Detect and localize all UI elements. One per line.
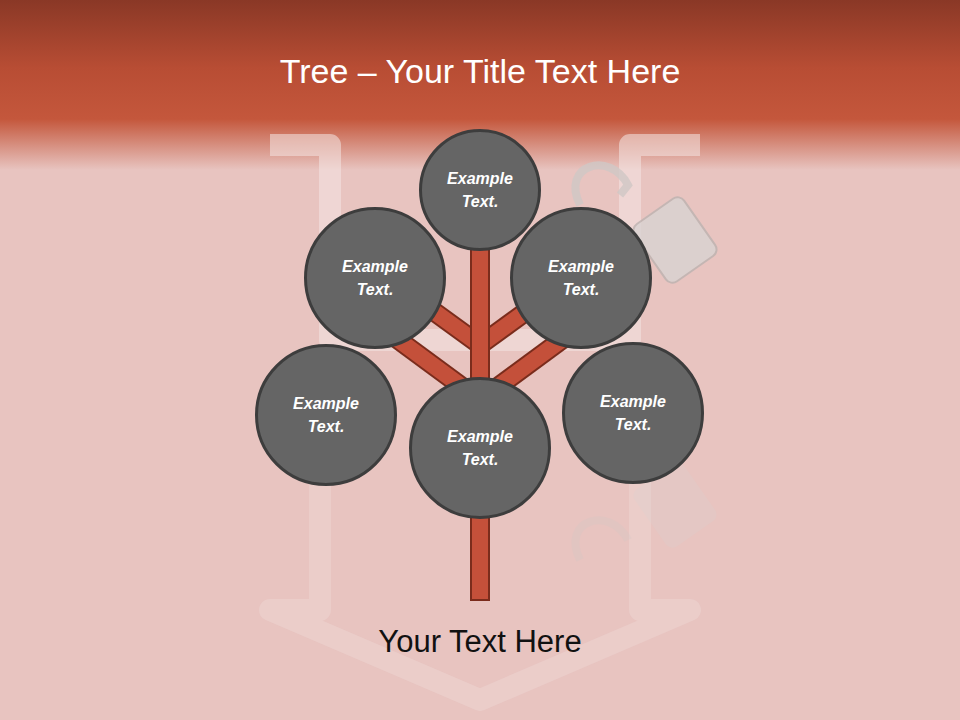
tree-trunk (480, 249, 481, 379)
trunk-stroke (472, 249, 488, 379)
tree-circle: Example Text. (419, 129, 541, 251)
circle-text: Example Text. (591, 390, 675, 436)
circle-text: Example Text. (539, 255, 623, 301)
circle-text: Example Text. (438, 425, 522, 471)
tree-circle: Example Text. (562, 342, 704, 484)
tree-circle: Example Text. (409, 377, 551, 519)
circle-text: Example Text. (438, 167, 522, 213)
tree-circle: Example Text. (304, 207, 446, 349)
caption-text: Your Text Here (0, 624, 960, 660)
tree-circle: Example Text. (255, 344, 397, 486)
slide-title: Tree – Your Title Text Here (0, 52, 960, 91)
circle-text: Example Text. (284, 392, 368, 438)
circle-text: Example Text. (333, 255, 417, 301)
trunk-stroke (470, 249, 490, 379)
tree-circle: Example Text. (510, 207, 652, 349)
